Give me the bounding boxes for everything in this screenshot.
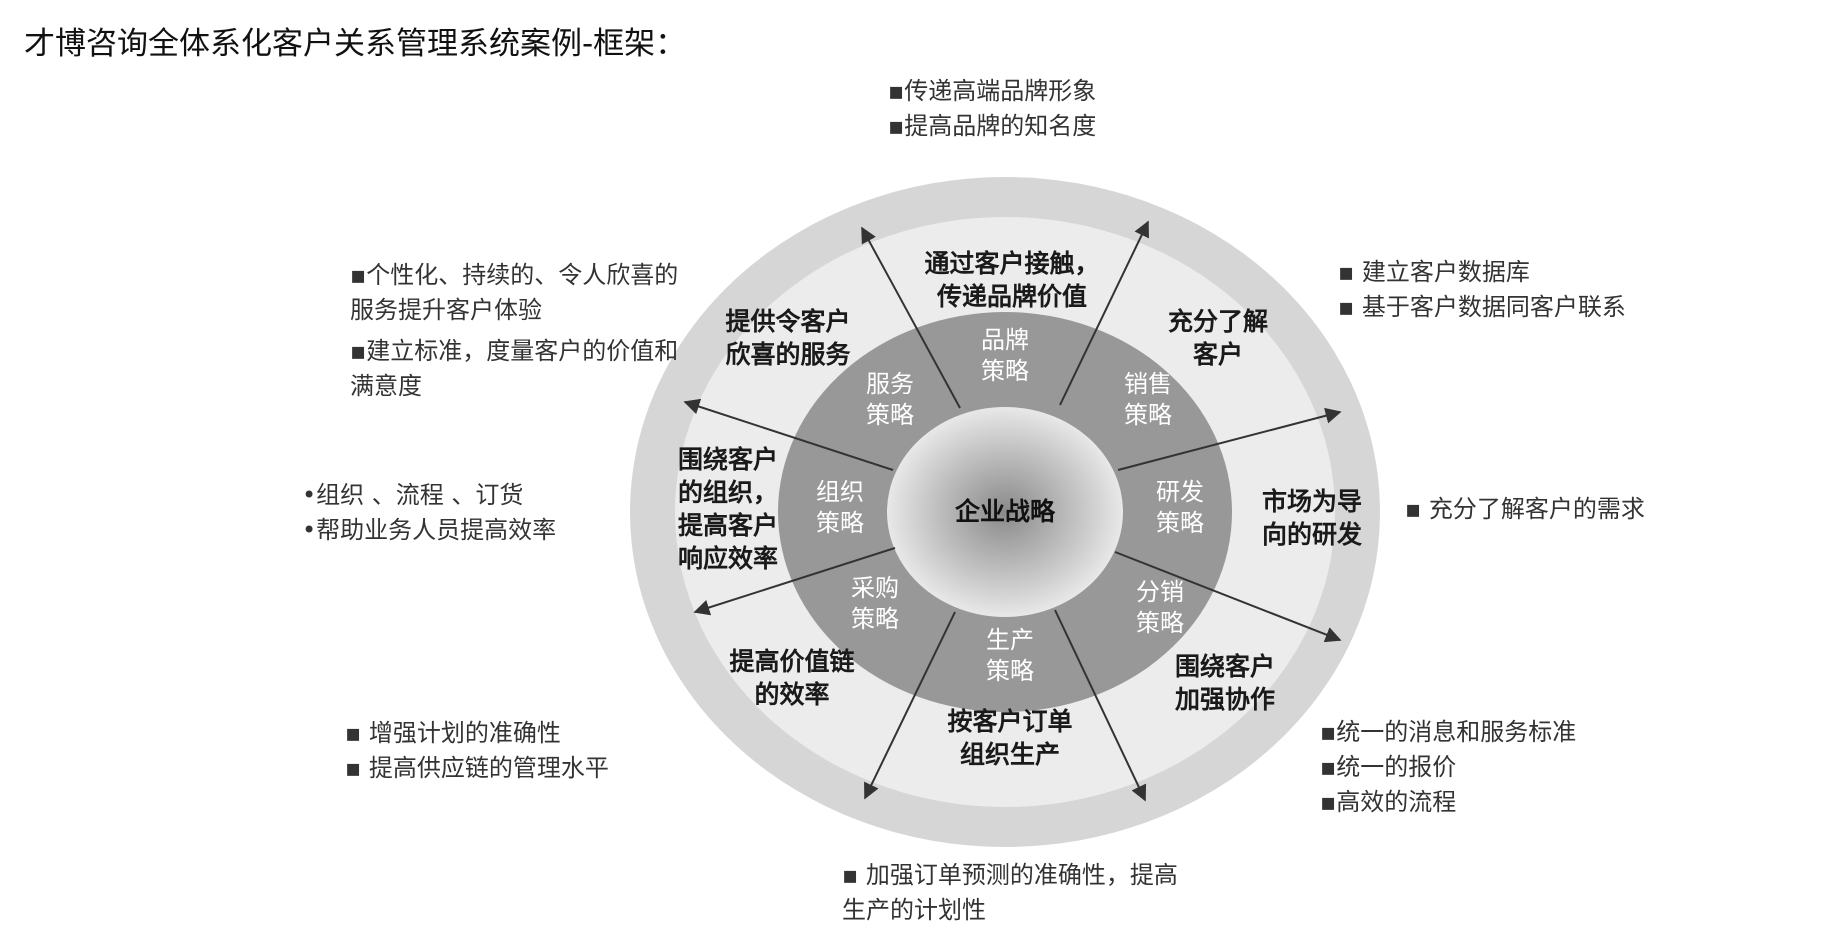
note-top-left: ▪个性化、持续的、令人欣喜的服务提升客户体验 ▪建立标准，度量客户的价值和满意度	[350, 258, 695, 404]
outer-ring-label-order-production: 按客户订单组织生产	[947, 707, 1072, 769]
note-top-item: ▪传递高端品牌形象	[888, 77, 1097, 105]
outer-ring-label-value-chain: 提高价值链的效率	[729, 647, 854, 709]
note-bottom-left-item: ▪ 提高供应链的管理水平	[345, 754, 609, 782]
note-right-item: ▪ 充分了解客户的需求	[1405, 495, 1645, 523]
spoke-arrow	[693, 547, 896, 616]
note-bottom-right: ▪统一的消息和服务标准 ▪统一的报价 ▪高效的流程	[1320, 715, 1576, 820]
spoke-arrow	[1114, 551, 1342, 643]
note-top-left-item: ▪建立标准，度量客户的价值和满意度	[350, 337, 679, 400]
note-left-item: •组织 、流程 、订货	[302, 481, 524, 509]
note-top-item: ▪提高品牌的知名度	[888, 112, 1097, 140]
spoke-arrow	[1059, 220, 1149, 406]
inner-ring-label-sales: 销售策略	[1124, 370, 1172, 429]
outer-ring-label-collaboration: 围绕客户加强协作	[1174, 652, 1275, 714]
note-bottom-right-item: ▪统一的消息和服务标准	[1320, 718, 1577, 746]
note-bottom-left: ▪ 增强计划的准确性 ▪ 提高供应链的管理水平	[345, 716, 609, 786]
note-bottom-right-item: ▪统一的报价	[1320, 753, 1457, 781]
spoke-arrows	[683, 220, 1342, 802]
outer-ring-label-know-customer: 充分了解客户	[1168, 307, 1268, 369]
note-top-right: ▪ 建立客户数据库 ▪ 基于客户数据同客户联系	[1338, 255, 1658, 325]
note-bottom-left-item: ▪ 增强计划的准确性	[345, 719, 561, 747]
center-label: 企业战略	[955, 497, 1056, 526]
outer-ring-label-delight-service: 提供令客户欣喜的服务	[725, 307, 850, 369]
page-title: 才博咨询全体系化客户关系管理系统案例-框架：	[24, 26, 687, 62]
inner-ring-label-distribution: 分销策略	[1136, 578, 1184, 637]
note-right: ▪ 充分了解客户的需求	[1405, 492, 1675, 527]
note-top-right-item: ▪ 建立客户数据库	[1338, 258, 1530, 286]
inner-ring-labels: 品牌策略销售策略研发策略分销策略生产策略 采购策略 组织策略 服务策略	[816, 326, 1204, 685]
spoke-arrow	[861, 226, 961, 409]
spoke-arrow	[1054, 609, 1147, 802]
outer-ring-label-brand-value: 通过客户接触，传递品牌价值	[924, 249, 1099, 311]
outer-ring-label-market-rnd: 市场为导向的研发	[1262, 487, 1362, 549]
note-top-right-item: ▪ 基于客户数据同客户联系	[1338, 293, 1626, 321]
note-top: ▪传递高端品牌形象 ▪提高品牌的知名度	[888, 74, 1096, 144]
inner-ring-label-organization: 组织策略	[816, 478, 864, 537]
inner-ring-label-purchasing: 采购策略	[851, 574, 899, 633]
note-left-item: •帮助业务人员提高效率	[302, 516, 557, 544]
inner-ring-label-rnd: 研发策略	[1156, 478, 1204, 537]
note-bottom: ▪ 加强订单预测的准确性，提高生产的计划性	[842, 858, 1187, 928]
spoke-arrow	[683, 398, 894, 471]
inner-ring-label-production: 生产策略	[986, 626, 1034, 685]
note-left: •组织 、流程 、订货 •帮助业务人员提高效率	[302, 478, 556, 548]
note-bottom-item: ▪ 加强订单预测的准确性，提高生产的计划性	[842, 861, 1178, 924]
spoke-arrow	[864, 611, 956, 800]
center-circle	[887, 407, 1123, 617]
outer-ring-labels: 通过客户接触，传递品牌价值充分了解客户市场为导向的研发围绕客户加强协作按客户订单…	[678, 249, 1362, 769]
spoke-arrow	[1117, 407, 1342, 471]
note-top-left-item: ▪个性化、持续的、令人欣喜的服务提升客户体验	[350, 261, 679, 324]
inner-ring-label-service: 服务策略	[866, 370, 914, 429]
outer-ring-label-customer-org: 围绕客户的组织，提高客户响应效率	[678, 445, 778, 573]
note-bottom-right-item: ▪高效的流程	[1320, 788, 1457, 816]
inner-ring-label-brand: 品牌策略	[981, 326, 1029, 385]
